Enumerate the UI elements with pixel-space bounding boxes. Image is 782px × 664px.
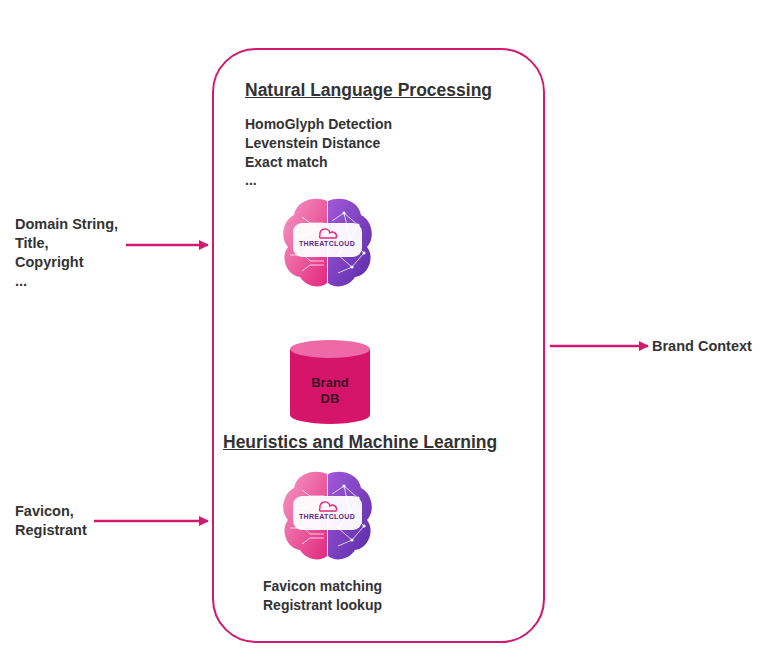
item-text: Favicon, (15, 503, 74, 520)
database-cylinder: Brand DB (290, 340, 370, 424)
logo-text: THREATCLOUD (299, 513, 355, 520)
flow-arrow (126, 244, 208, 247)
engine-box: Natural Language ProcessingHomoGlyph Det… (212, 48, 545, 643)
io-text: Favicon, Registrant (15, 503, 89, 542)
database-label: Brand DB (302, 375, 358, 406)
item-text: Registrant lookup (263, 597, 382, 614)
item-text: HomoGlyph Detection (245, 116, 392, 133)
io-text: Brand Context (652, 338, 754, 358)
section-heading: Natural Language Processing (245, 80, 492, 101)
item-text: Exact match (245, 154, 327, 171)
item-text: Levenstein Distance (245, 135, 380, 152)
flow-arrow (94, 520, 208, 523)
section-heading: Heuristics and Machine Learning (223, 432, 497, 453)
io-text: Domain String, Title, Copyright... (15, 216, 121, 293)
item-text: Copyright (15, 254, 83, 271)
logo-text: THREATCLOUD (299, 240, 355, 247)
item-text: Domain String, (15, 216, 118, 233)
item-text: ... (15, 273, 27, 290)
item-text: Brand Context (652, 338, 752, 355)
item-text: Title, (15, 235, 49, 252)
flow-arrow (550, 345, 648, 348)
brain-icon (283, 199, 372, 287)
brain-icon (283, 472, 372, 560)
item-text: Favicon matching (263, 578, 382, 595)
item-text: ... (245, 172, 257, 189)
item-text: Registrant (15, 522, 87, 539)
